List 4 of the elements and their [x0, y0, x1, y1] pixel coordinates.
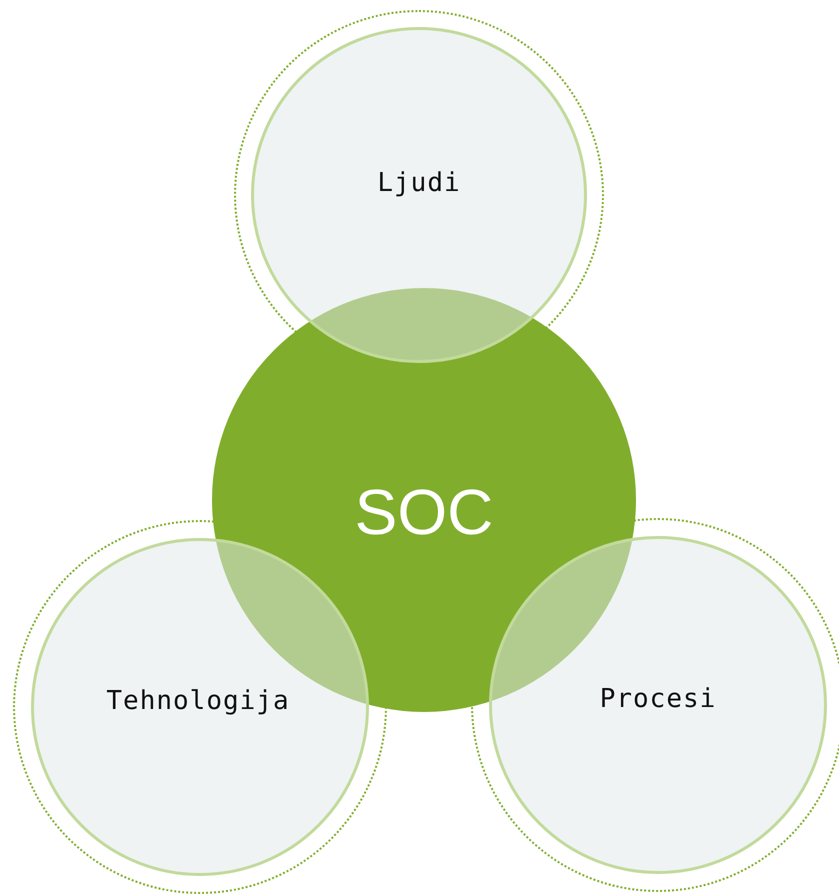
circle-label: Procesi	[600, 684, 716, 714]
circle-label: SOC	[354, 475, 494, 549]
circle-label: Ljudi	[377, 168, 461, 198]
circle-label: Tehnologija	[106, 686, 290, 716]
